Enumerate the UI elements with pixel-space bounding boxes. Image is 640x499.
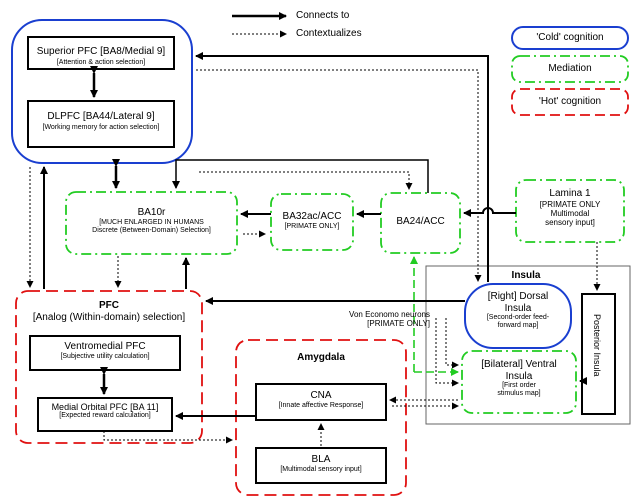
ba10r-node: BA10r [MUCH ENLARGED IN HUMANS Discrete … [66,207,237,235]
lamina-box [515,179,625,243]
legend-hot-box [511,88,629,116]
von-economo-annotation: Von Economo neurons [PRIMATE ONLY] [308,310,430,328]
pfc-sub: [Analog (Within-domain) selection] [32,311,186,323]
lamina-sub1: [PRIMATE ONLY [539,199,601,209]
von-economo-line2: [PRIMATE ONLY] [367,319,430,329]
dorsal-insula-sub2: forward map] [497,322,539,330]
lamina-title: Lamina 1 [549,188,591,199]
vmpfc-box [29,335,181,371]
mofc-box [37,397,173,432]
mofc-node: Medial Orbital PFC [BA 11] [Expected rew… [38,402,172,420]
dorsal-insula-title1: [Right] Dorsal [487,291,549,302]
lamina-sub2: Multimodal [550,208,590,218]
legend-mediation-box [511,55,629,83]
ctx-ba32-loop [199,171,413,190]
ba32-node: BA32ac/ACC [PRIMATE ONLY] [271,211,353,231]
ventral-insula-sub1: [First order [502,382,536,389]
legend-connects-label: Connects to [296,10,350,21]
ba10r-sub1: [MUCH ENLARGED IN HUMANS [99,218,204,226]
ctx-insula-down [435,318,459,387]
pfc-node-header: PFC [Analog (Within-domain) selection] [16,300,202,323]
pfc-title: PFC [99,300,119,311]
mofc-title: Medial Orbital PFC [BA 11] [51,402,159,412]
dlpfc-box [27,100,175,148]
ba32-title: BA32ac/ACC [282,211,342,222]
ctx-superior-insula [196,69,482,282]
superior-pfc-box [27,36,175,70]
lamina-node: Lamina 1 [PRIMATE ONLY Multimodal sensor… [516,188,624,227]
posterior-insula-box [581,293,616,415]
ba10r-box [65,191,238,255]
ba10r-title: BA10r [137,207,166,218]
ba24-box [380,192,461,254]
amygdala-title: Amygdala [297,352,345,363]
legend-cold-label: 'Cold' cognition [536,32,604,43]
cna-node: CNA [Innate affective Response] [256,390,386,410]
dorsal-insula-box [464,283,572,349]
dorsal-insula-node: [Right] Dorsal Insula [Second-order feed… [465,291,571,330]
ctx-mofc-amygdala [103,431,233,444]
vmpfc-node: Ventromedial PFC [Subjective utility cal… [30,341,180,361]
ventral-insula-node: [Bilateral] Ventral Insula [First order … [462,359,576,398]
edge-ba24-top-ba10r [172,159,429,193]
dlpfc-node: DLPFC [BA44/Lateral 9] [Working memory f… [28,106,174,132]
ba10r-sub2: Discrete (Between-Domain) Selection] [92,226,211,234]
ba32-sub: [PRIMATE ONLY] [284,222,340,230]
von-economo-line1: Von Economo neurons [349,310,430,319]
edge-lamina-ba24 [463,207,516,217]
bla-box [255,447,387,484]
superior-pfc-node: Superior PFC [BA8/Medial 9] [Attention &… [28,41,174,67]
dlpfc-title: DLPFC [BA44/Lateral 9] [47,111,155,122]
ba32-box [270,193,354,251]
hot-region-amygdala-outline [235,339,407,496]
lamina-sub3: sensory input] [545,217,595,227]
cna-box [255,383,387,421]
bla-sub: [Multimodal sensory input] [280,465,362,473]
vmpfc-sub: [Subjective utility calculation] [60,352,150,360]
vmpfc-title: Ventromedial PFC [64,341,146,352]
cna-title: CNA [310,390,332,401]
insula-region-outline [425,265,631,425]
mofc-sub: [Expected reward calculation] [59,412,151,420]
cna-sub: [Innate affective Response] [278,401,364,409]
ventral-insula-box [461,350,577,414]
ba24-title: BA24/ACC [396,216,445,227]
bla-node: BLA [Multimodal sensory input] [256,454,386,474]
legend-hot-label: 'Hot' cognition [538,96,602,107]
superior-pfc-sub: [Attention & action selection] [56,59,146,67]
ventral-insula-title2: Insula [505,370,533,382]
ventral-insula-sub2: stimulus map] [497,390,541,398]
dlpfc-sub: [Working memory for action selection] [42,124,160,132]
legend-mediation-label: Mediation [548,63,592,74]
bla-title: BLA [311,454,331,465]
cold-region-outline [11,19,193,164]
dorsal-insula-title2: Insula [504,302,532,314]
superior-pfc-title: Superior PFC [BA8/Medial 9] [36,46,166,57]
insula-title: Insula [511,270,541,281]
ventral-insula-title1: [Bilateral] Ventral [481,359,557,370]
legend-contextualizes-label: Contextualizes [296,28,362,39]
dorsal-insula-sub1: [Second-order feed- [486,314,550,321]
ctx-insula-down2 [445,318,459,369]
hot-region-pfc-outline [15,290,203,444]
edge-to-superior-pfc [195,52,489,282]
legend-cold-box [511,26,629,50]
posterior-insula-label: Posterior Insula [592,314,602,377]
